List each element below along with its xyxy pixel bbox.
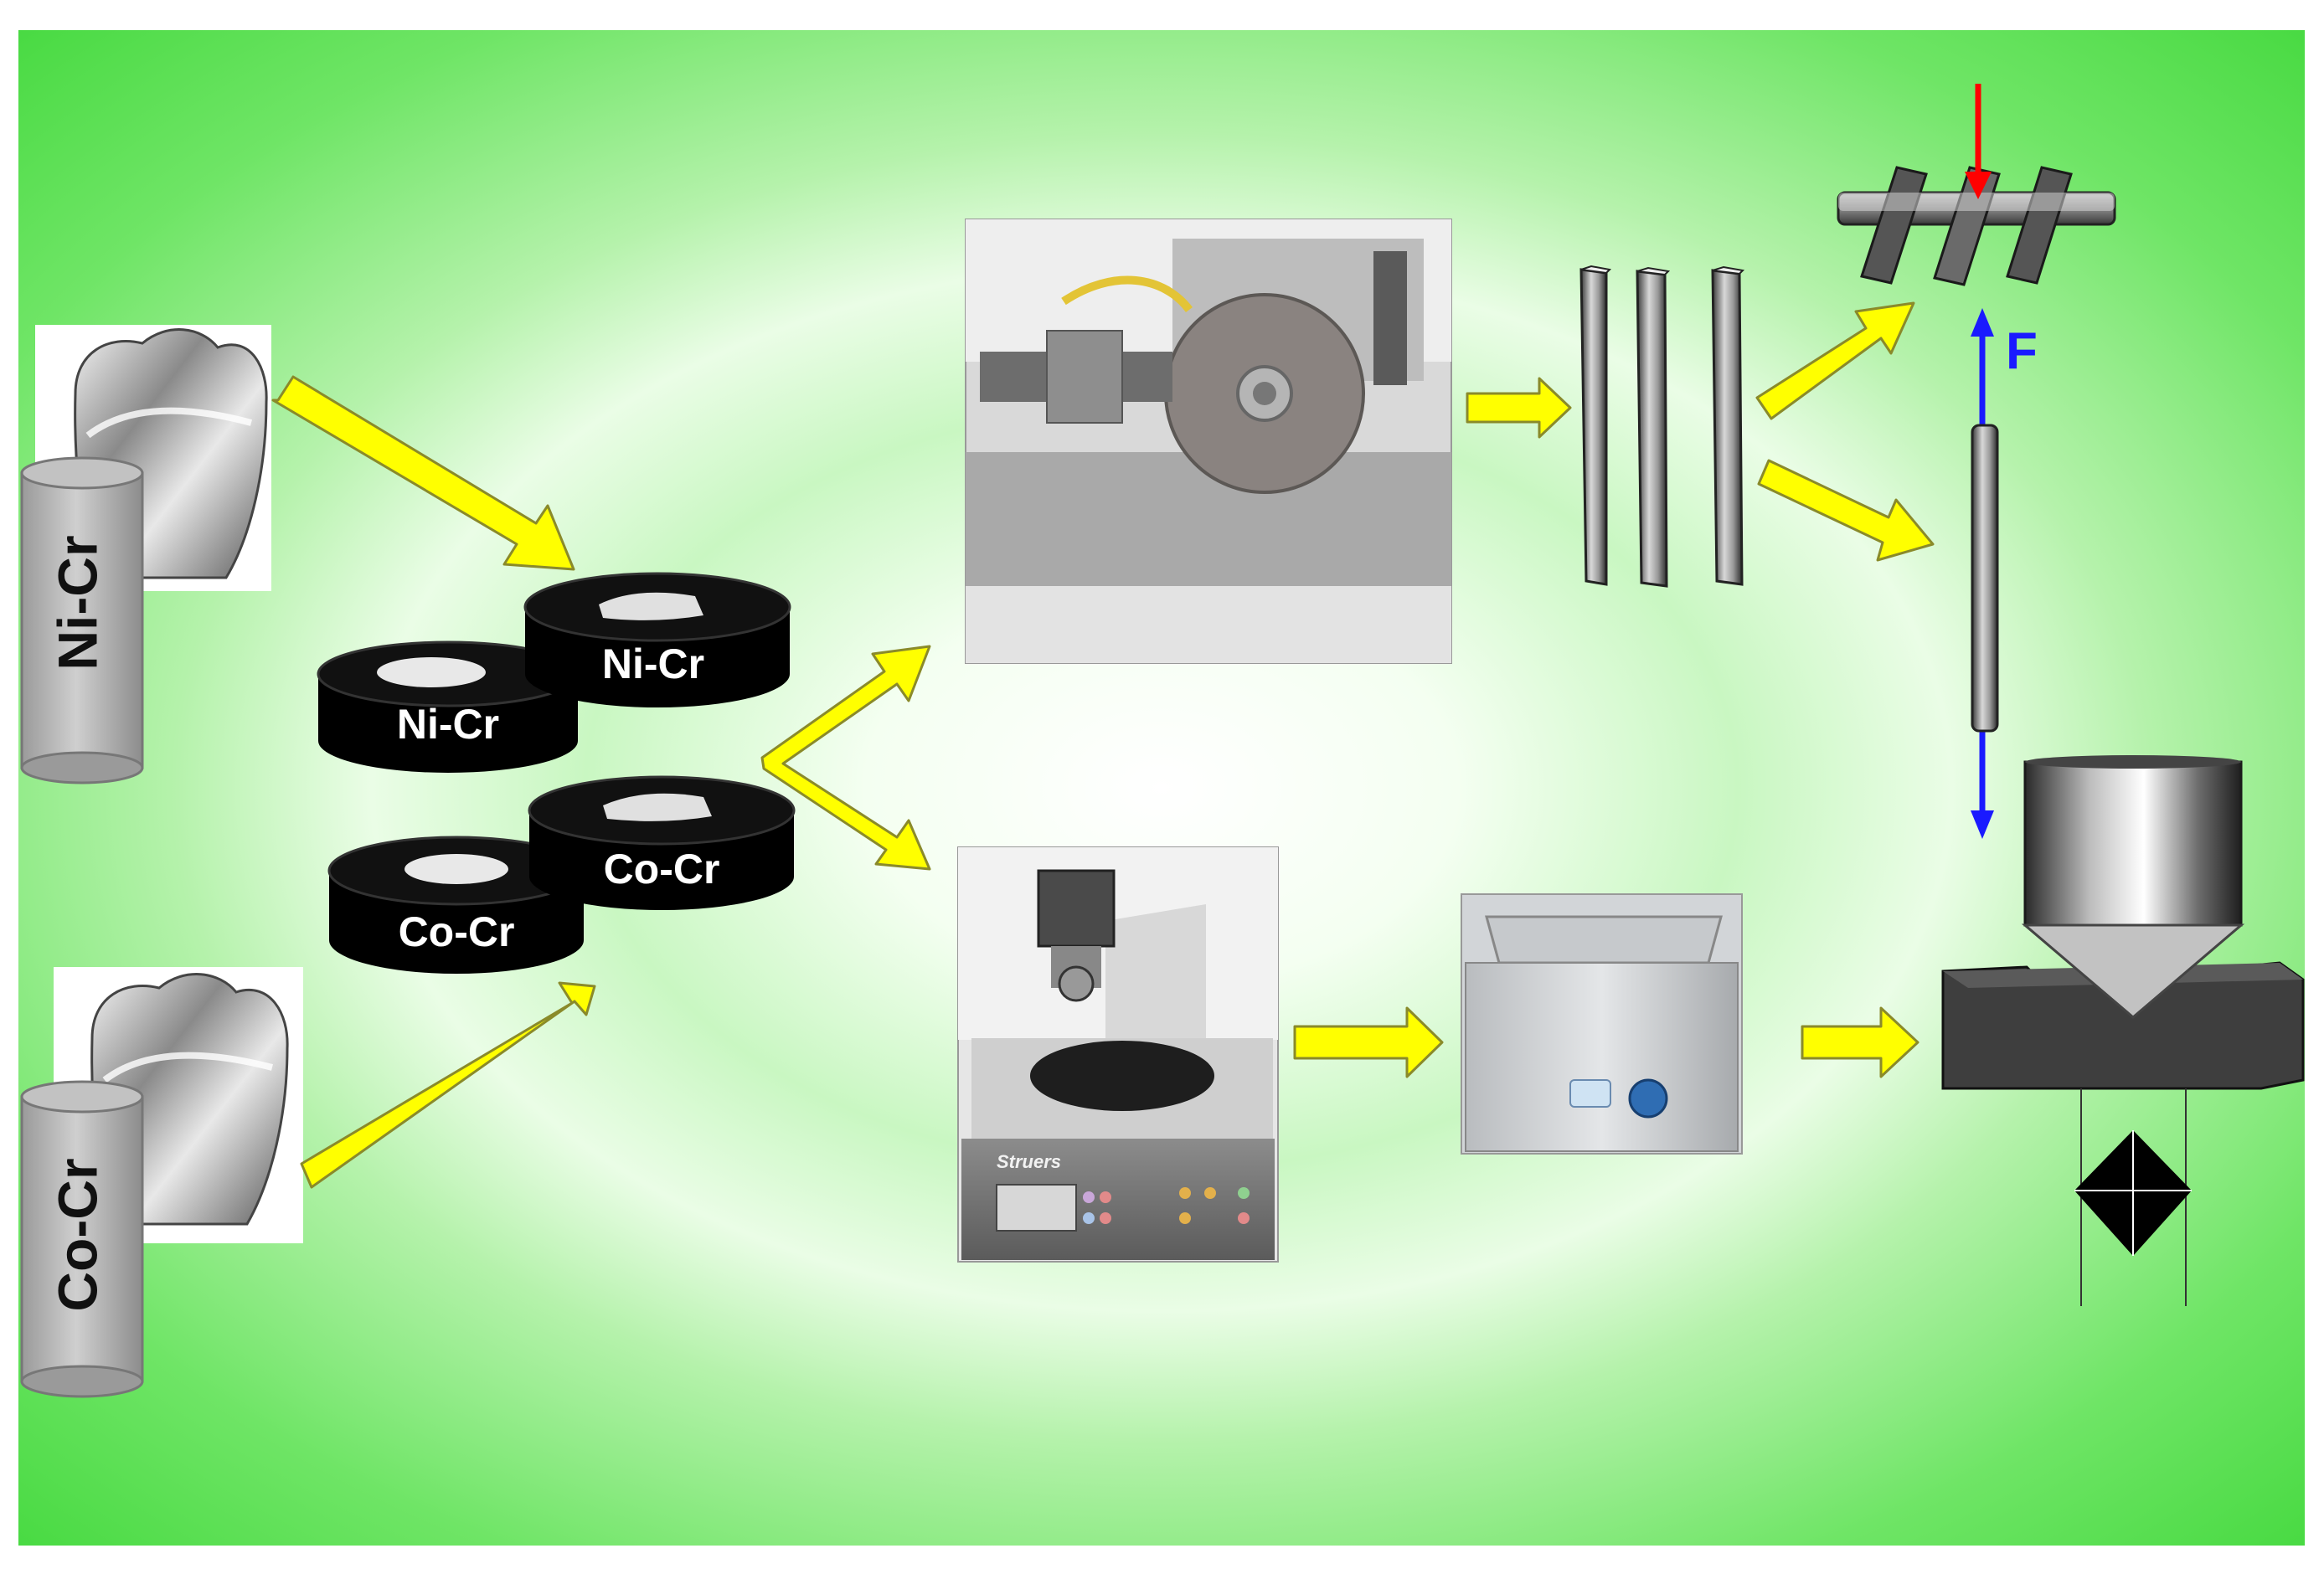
flow-arrow bbox=[1801, 1006, 1919, 1078]
flow-arrow bbox=[1757, 459, 1935, 562]
disc-label-cocr-front: Co-Cr bbox=[604, 846, 720, 892]
cutting-machine-photo bbox=[965, 219, 1452, 664]
rod-label-nicr: Ni-Cr bbox=[46, 535, 108, 670]
ultrasonic-bath-photo bbox=[1461, 893, 1743, 1155]
vickers-indenter-icon bbox=[1941, 755, 2305, 1306]
flow-arrow bbox=[1293, 1006, 1444, 1078]
three-point-bending-icon bbox=[1837, 166, 2116, 286]
indentation-diamond-icon bbox=[2074, 1130, 2192, 1256]
alloy-rod-icon bbox=[20, 456, 144, 784]
flow-arrow bbox=[760, 645, 931, 871]
rod-label-cocr: Co-Cr bbox=[46, 1158, 108, 1311]
specimen-disc-icon bbox=[528, 775, 796, 910]
bar-specimen-icon bbox=[1636, 266, 1671, 588]
flow-arrow bbox=[1466, 377, 1572, 439]
bar-specimen-icon bbox=[1711, 265, 1745, 586]
force-label: F bbox=[2006, 322, 2038, 380]
flow-arrow bbox=[300, 981, 596, 1189]
disc-label-nicr-back: Ni-Cr bbox=[397, 701, 499, 748]
bar-specimen-icon bbox=[1971, 424, 1999, 733]
specimen-disc-icon bbox=[523, 572, 791, 707]
load-arrow-icon bbox=[1965, 84, 1992, 199]
bar-specimen-icon bbox=[1579, 265, 1612, 586]
force-arrow-icon bbox=[1971, 308, 1994, 839]
disc-label-nicr-front: Ni-Cr bbox=[602, 640, 704, 687]
disc-label-cocr-back: Co-Cr bbox=[399, 908, 515, 955]
flow-arrow bbox=[1755, 301, 1915, 420]
polisher-brand-label: Struers bbox=[997, 1151, 1061, 1172]
polishing-machine-photo bbox=[957, 846, 1279, 1263]
flow-arrow bbox=[271, 375, 575, 571]
alloy-rod-icon bbox=[20, 1080, 144, 1398]
